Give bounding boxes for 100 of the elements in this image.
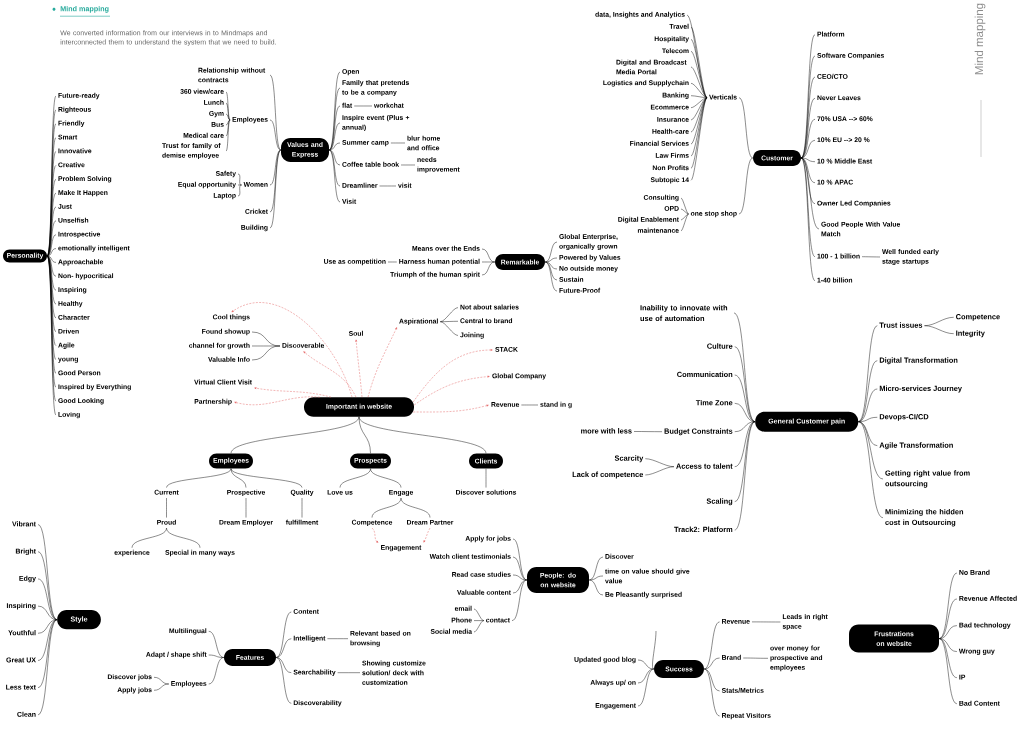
branch-line <box>481 261 496 263</box>
branch-line <box>225 119 231 126</box>
branch-line <box>131 527 167 548</box>
branch-line <box>680 197 689 215</box>
branch-line <box>153 677 170 685</box>
branch-line <box>589 579 604 596</box>
branch-line <box>734 374 756 422</box>
branch-line <box>481 248 496 263</box>
branch-line <box>440 307 459 322</box>
branch-line <box>473 620 485 621</box>
branch-line <box>690 95 708 98</box>
branch-line <box>801 140 816 159</box>
branch-line <box>46 255 57 305</box>
branch-line <box>801 157 816 162</box>
branch-line <box>690 26 708 98</box>
branch-line <box>858 325 878 422</box>
branch-line <box>225 102 231 121</box>
branch-line <box>329 142 341 151</box>
branch-line <box>269 149 282 229</box>
branch-line <box>801 157 816 183</box>
branch-line <box>251 345 281 347</box>
branch-line <box>440 321 459 336</box>
branch-line <box>690 83 708 98</box>
branch-line <box>440 321 459 322</box>
dashed-arrow <box>414 375 490 406</box>
branch-line <box>545 261 558 270</box>
branch-line <box>545 241 558 263</box>
branch-line <box>589 575 604 581</box>
branch-line <box>276 657 292 673</box>
branch-line <box>734 421 756 467</box>
branch-line <box>690 97 708 108</box>
branch-line <box>370 468 402 488</box>
branch-line <box>861 256 881 258</box>
branch-line <box>751 621 781 623</box>
branch-line <box>225 119 231 152</box>
branch-line <box>545 261 558 292</box>
dashed-arrow <box>413 404 489 413</box>
branch-line <box>690 39 708 98</box>
branch-line <box>939 625 958 639</box>
branch-line <box>734 346 756 422</box>
branch-line <box>690 66 708 98</box>
branch-line <box>801 157 816 281</box>
branch-line <box>485 468 487 488</box>
dashed-arrow <box>371 527 379 543</box>
branch-line <box>939 638 958 678</box>
branch-line <box>379 185 397 187</box>
branch-line <box>46 234 57 257</box>
branch-line <box>858 417 878 422</box>
branch-line <box>37 619 58 661</box>
branch-line <box>545 257 558 263</box>
branch-line <box>276 657 292 704</box>
branch-line <box>637 659 655 670</box>
branch-line <box>473 608 485 621</box>
branch-line <box>371 497 402 518</box>
branch-line <box>704 657 720 670</box>
branch-line <box>801 98 816 159</box>
dashed-arrow <box>231 302 353 398</box>
branch-line <box>329 149 341 203</box>
branch-line <box>400 164 416 166</box>
branch-line <box>269 149 282 213</box>
branch-line <box>46 206 57 257</box>
branch-line <box>230 468 303 488</box>
branch-line <box>269 119 282 151</box>
branch-line <box>354 105 373 107</box>
branch-line <box>153 683 170 691</box>
branch-line <box>704 668 720 692</box>
branch-line <box>939 638 958 705</box>
branch-line <box>166 527 201 548</box>
branch-line <box>690 97 708 121</box>
branch-line <box>690 51 708 98</box>
branch-line <box>225 113 231 121</box>
branch-line <box>858 421 884 518</box>
branch-line <box>801 119 816 159</box>
branch-line <box>545 261 558 281</box>
branch-line <box>481 261 496 276</box>
branch-line <box>652 630 657 670</box>
branch-line <box>858 421 878 446</box>
branch-line <box>858 360 878 422</box>
branch-line <box>690 97 708 145</box>
branch-line <box>329 105 341 151</box>
branch-line <box>387 261 397 263</box>
branch-line <box>734 421 756 502</box>
branch-line <box>637 668 655 707</box>
branch-line <box>939 572 958 639</box>
branch-line <box>704 621 720 670</box>
branch-line <box>37 619 58 634</box>
branch-line <box>329 122 341 151</box>
branch-line <box>690 97 708 157</box>
branch-line <box>245 497 247 518</box>
branch-line <box>327 638 349 639</box>
branch-line <box>801 55 816 159</box>
branch-line <box>230 468 247 488</box>
dashed-arrow <box>355 339 363 398</box>
dashed-arrow <box>413 349 493 403</box>
branch-line <box>225 91 231 121</box>
branch-line <box>734 421 756 531</box>
branch-line <box>734 421 756 432</box>
branch-line <box>512 556 528 581</box>
branch-line <box>801 157 820 230</box>
branch-line <box>225 119 231 137</box>
